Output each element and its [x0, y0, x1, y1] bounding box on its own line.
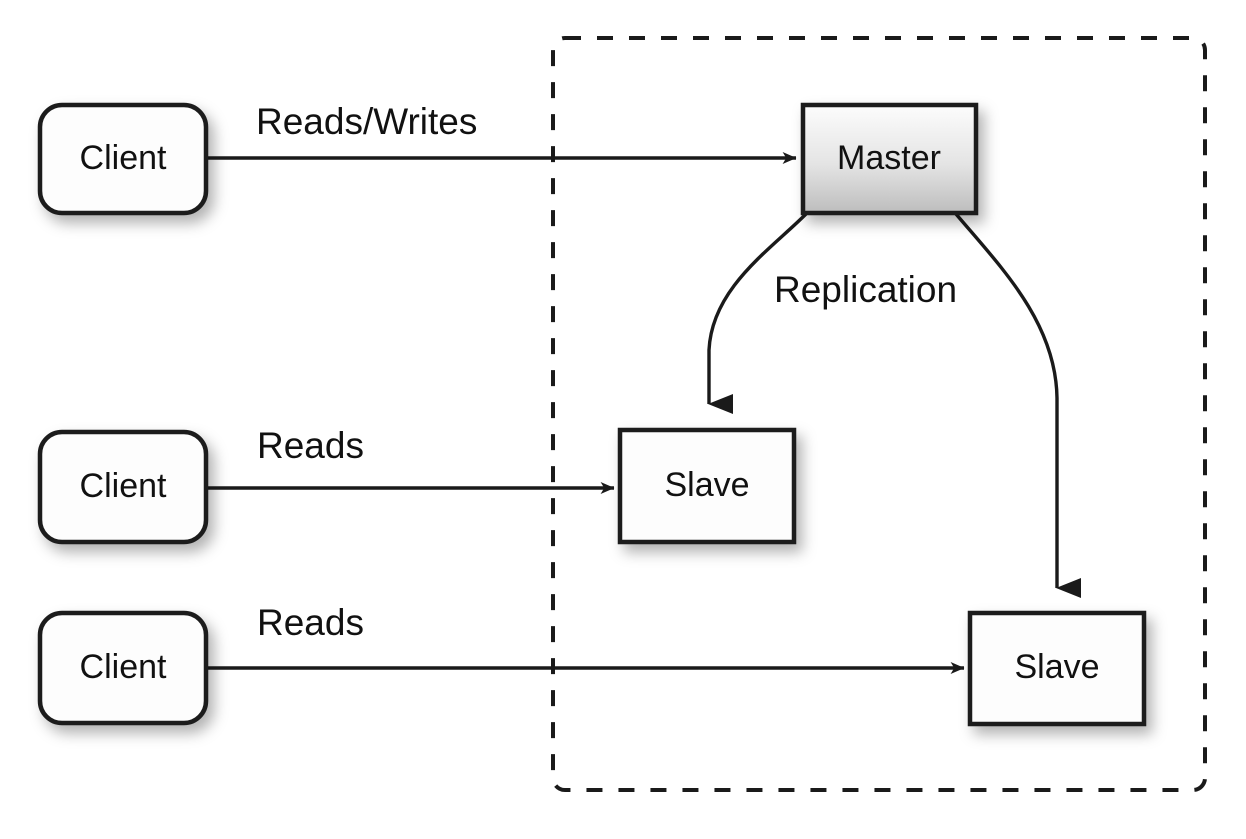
node-slave-bottom[interactable]: Slave	[967, 610, 1147, 727]
client-top-label: Client	[80, 139, 167, 177]
node-slave-middle[interactable]: Slave	[617, 427, 797, 545]
edge-label-reads-middle: Reads	[257, 425, 364, 466]
master-label: Master	[837, 139, 941, 177]
node-client-bottom[interactable]: Client	[37, 610, 209, 726]
client-top-box[interactable]	[37, 102, 209, 216]
slave-middle-box[interactable]	[617, 427, 797, 545]
slave-bottom-box[interactable]	[967, 610, 1147, 727]
master-box[interactable]	[800, 102, 979, 216]
edge-label-reads-bottom: Reads	[257, 602, 364, 643]
replication-cluster-boundary	[551, 36, 1207, 792]
edge-master-to-slave-bottom-replication	[954, 212, 1081, 598]
node-client-middle[interactable]: Client	[37, 429, 209, 545]
client-bottom-box[interactable]	[37, 610, 209, 726]
client-middle-box[interactable]	[37, 429, 209, 545]
node-master[interactable]: Master	[800, 102, 979, 216]
slave-middle-label: Slave	[664, 466, 749, 504]
edge-master-to-slave-middle-replication	[707, 212, 808, 414]
edge-label-reads-writes: Reads/Writes	[256, 101, 477, 142]
node-client-top[interactable]: Client	[37, 102, 209, 216]
client-bottom-label: Client	[80, 648, 167, 686]
edge-label-replication: Replication	[774, 269, 957, 310]
slave-bottom-label: Slave	[1014, 648, 1099, 686]
client-middle-label: Client	[80, 467, 167, 505]
